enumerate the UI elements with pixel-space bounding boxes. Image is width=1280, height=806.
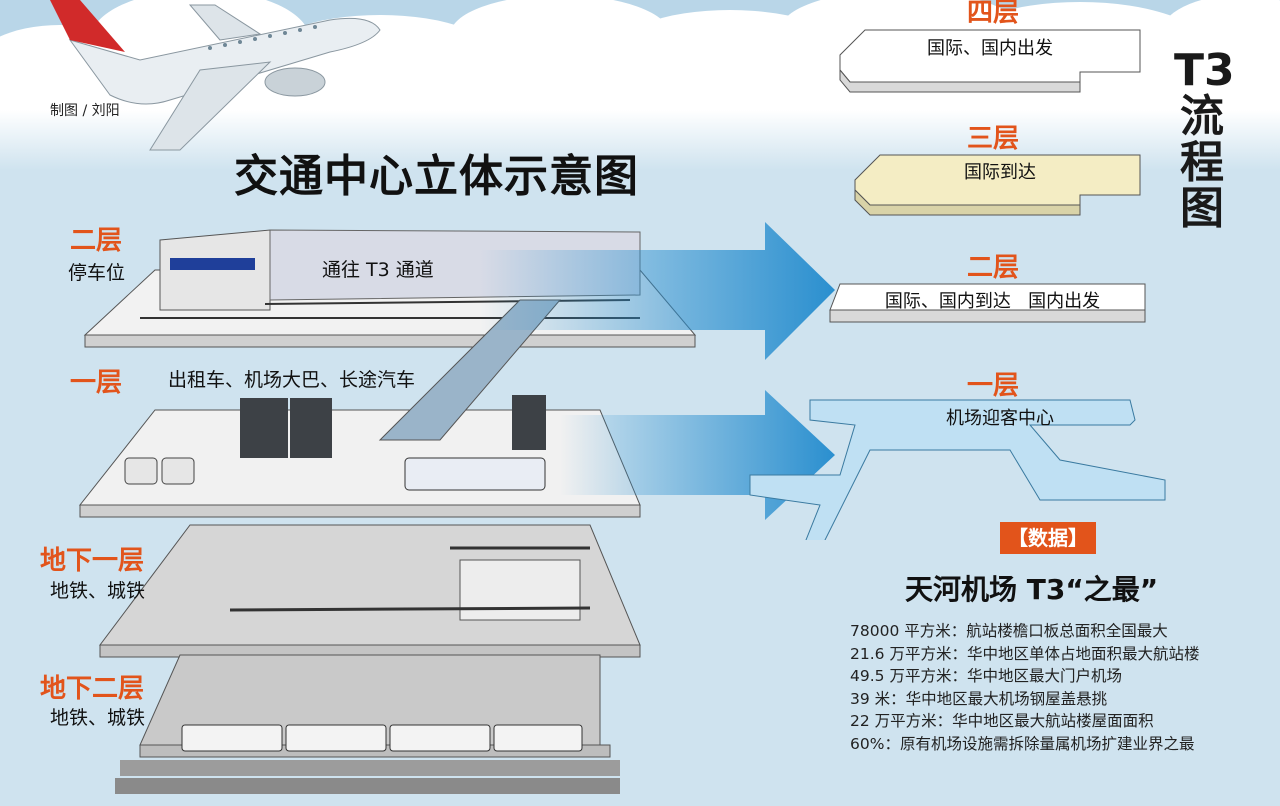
level-1-slab: [78, 299, 641, 518]
basement-1-desc: 地铁、城铁: [50, 580, 146, 602]
basement-1-name: 地下一层: [40, 546, 145, 576]
flow-floor-3-desc: 国际到达: [964, 162, 1036, 183]
level-1-desc: 出租车、机场大巴、长途汽车: [168, 369, 416, 391]
transport-center-diagram: [78, 222, 835, 794]
basement-2-name: 地下二层: [40, 674, 145, 704]
basement-1-slab: [99, 524, 641, 658]
flow-floor-2-name: 二层: [966, 253, 1019, 283]
stat-item: 49.5 万平方米：华中地区最大门户机场: [850, 667, 1122, 685]
side-title-line: 图: [1180, 183, 1224, 234]
stat-item: 21.6 万平方米：华中地区单体占地面积最大航站楼: [850, 644, 1200, 663]
flow-floor-4-name: 四层: [966, 0, 1019, 28]
tunnel-label: 通往 T3 通道: [322, 259, 434, 281]
main-title: 交通中心立体示意图: [234, 151, 639, 202]
flow-floor-1-name: 一层: [966, 371, 1019, 401]
flow-floor-3-name: 三层: [966, 124, 1019, 154]
stat-item: 22 万平方米：华中地区最大航站楼屋面面积: [850, 712, 1154, 730]
credit-text: 制图 / 刘阳: [50, 103, 120, 119]
side-title-line: 程: [1180, 137, 1224, 188]
data-badge: 【数据】: [1000, 522, 1096, 554]
flow-floor-4-desc: 国际、国内出发: [927, 38, 1053, 59]
basement-2-slab: [115, 654, 620, 794]
side-title-line: T3: [1174, 45, 1235, 96]
flow-floor-2-desc: 国际、国内到达 国内出发: [884, 291, 1101, 312]
arrow-to-level-2: [480, 222, 835, 360]
airplane-icon: [50, 0, 381, 151]
stat-item: 60%：原有机场设施需拆除量属机场扩建业界之最: [850, 734, 1195, 753]
t3-flow-floors: [749, 29, 1166, 540]
stat-item: 39 米：华中地区最大机场钢屋盖悬挑: [850, 689, 1108, 708]
stats-title: 天河机场 T3“之最”: [905, 573, 1159, 606]
level-2-desc: 停车位: [68, 262, 126, 284]
side-title-line: 流: [1180, 91, 1224, 142]
level-2-name: 二层: [70, 226, 123, 256]
stat-item: 78000 平方米：航站楼檐口板总面积全国最大: [850, 622, 1168, 640]
side-title: T3 流 程 图: [1174, 45, 1235, 234]
stats-list: 78000 平方米：航站楼檐口板总面积全国最大 21.6 万平方米：华中地区单体…: [850, 620, 1199, 755]
flow-floor-1-desc: 机场迎客中心: [946, 408, 1054, 429]
level-1-name: 一层: [70, 368, 123, 398]
basement-2-desc: 地铁、城铁: [50, 707, 146, 729]
